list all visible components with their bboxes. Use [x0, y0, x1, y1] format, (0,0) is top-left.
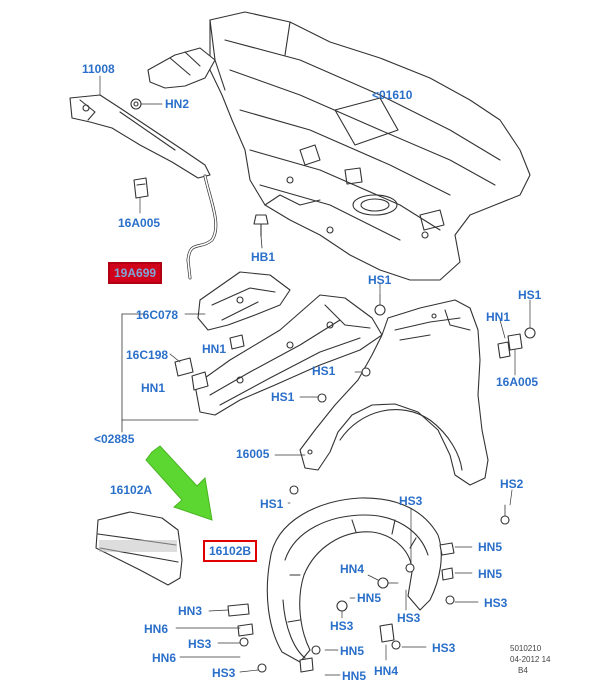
nut-hn2-drawing — [130, 98, 163, 110]
callout-hb1: HB1 — [251, 250, 276, 264]
callout-hs3-d: HS3 — [330, 619, 354, 633]
fender-fasteners-drawing — [289, 294, 536, 525]
liner-fasteners-drawing — [227, 542, 455, 673]
callout-11008: 11008 — [82, 62, 115, 76]
callout-hs3-g: HS3 — [212, 666, 236, 680]
callout-hn6-b: HN6 — [152, 651, 177, 665]
callout-16102a: 16102A — [110, 483, 153, 497]
clip-16a005-left-drawing — [133, 177, 149, 199]
bolt-hb1-drawing — [253, 214, 269, 249]
callout-hn4-b: HN4 — [374, 664, 399, 678]
callout-16a005-left: 16A005 — [118, 216, 161, 230]
callout-hs1-lower: HS1 — [260, 497, 284, 511]
hose-19a699-drawing — [186, 174, 218, 280]
drawing-number: 5010210 — [510, 644, 542, 653]
callout-hn4-a: HN4 — [340, 562, 365, 576]
callout-hn5-a: HN5 — [478, 540, 503, 554]
callout-hn5-c: HN5 — [357, 591, 382, 605]
drawing-reference: 5010210 04-2012 14 B4 — [510, 643, 550, 676]
callout-hs3-e: HS3 — [188, 637, 212, 651]
callout-02885: <02885 — [94, 432, 135, 446]
callout-hn1-mid: HN1 — [202, 342, 227, 356]
clip-16c198-drawing — [174, 334, 245, 391]
callout-hs1-mid: HS1 — [312, 364, 336, 378]
callout-hn3: HN3 — [178, 604, 203, 618]
drawing-sheet: B4 — [518, 666, 528, 675]
wheelarch-liner-16102b-drawing — [266, 497, 442, 663]
callout-hs1-fender: HS1 — [271, 390, 295, 404]
callout-19a699: 19A699 — [108, 262, 163, 284]
callout-hs3-a: HS3 — [399, 494, 423, 508]
callout-hs3-c: HS3 — [397, 611, 421, 625]
drawing-date: 04-2012 14 — [510, 655, 551, 664]
callout-16a005-right: 16A005 — [496, 375, 539, 389]
fender-16005-drawing — [299, 299, 489, 486]
callout-hn5-b: HN5 — [478, 567, 503, 581]
callout-hs1-right: HS1 — [518, 288, 542, 302]
callout-hn6-a: HN6 — [144, 622, 169, 636]
callout-hs2: HS2 — [500, 477, 524, 491]
callout-hs3-b: HS3 — [484, 596, 508, 610]
green-arrow-icon — [145, 445, 213, 521]
cover-16102a-drawing — [95, 511, 183, 586]
callout-hn5-e: HN5 — [342, 669, 367, 683]
callout-hn5-d: HN5 — [340, 644, 365, 658]
callout-16c078: 16C078 — [136, 308, 179, 322]
leader-lines — [99, 75, 531, 676]
group-bracket-lines — [121, 313, 206, 433]
callout-16005: 16005 — [236, 447, 270, 461]
callout-16c198: 16C198 — [126, 348, 169, 362]
callout-hn2: HN2 — [165, 97, 190, 111]
dash-panel-drawing — [147, 11, 531, 281]
bracket-16c078-drawing — [197, 271, 291, 331]
callout-hs1-top: HS1 — [368, 273, 392, 287]
callout-01610: <01610 — [372, 88, 413, 102]
callout-16102b: 16102B — [203, 540, 258, 562]
callout-hn1-left: HN1 — [141, 381, 166, 395]
callout-hs3-f: HS3 — [432, 641, 456, 655]
apron-reinforcement-drawing — [194, 294, 383, 416]
callout-hn1-right: HN1 — [486, 310, 511, 324]
